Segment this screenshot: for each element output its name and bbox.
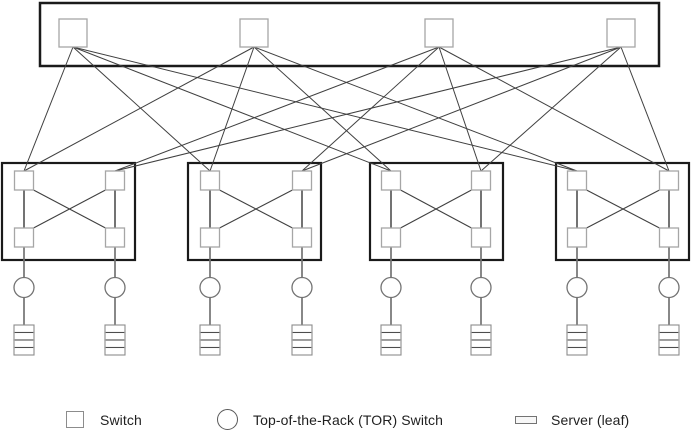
core-to-pod-link: [72, 46, 211, 172]
topology-diagram: [0, 1, 691, 356]
server-node-row: [658, 324, 680, 334]
pod-upper-switch-node: [470, 170, 492, 191]
core-to-pod-link: [72, 46, 578, 172]
pod-upper-switch-node: [566, 170, 588, 191]
core-to-pod-link: [114, 46, 622, 172]
core-to-pod-link: [480, 46, 622, 172]
core-to-pod-link: [301, 46, 622, 172]
server-node-row: [566, 324, 588, 334]
tor-switch-node: [13, 276, 35, 299]
server-node-row: [291, 346, 313, 356]
server-node-row: [104, 331, 126, 341]
tor-switch-icon: [217, 409, 238, 430]
tor-switch-node: [658, 276, 680, 299]
server-node-row: [380, 339, 402, 349]
server-node-row: [199, 339, 221, 349]
legend-label-tor-switch: Top-of-the-Rack (TOR) Switch: [253, 411, 444, 428]
pod-upper-switch-node: [104, 170, 126, 191]
pod-lower-switch-node: [104, 227, 126, 248]
pod-cross-link: [33, 189, 106, 229]
server-node-row: [470, 324, 492, 334]
core-switch-node: [58, 18, 88, 48]
legend-label-server: Server (leaf): [551, 411, 630, 428]
server-node-row: [380, 346, 402, 356]
server-node-row: [658, 346, 680, 356]
pod-lower-switch-node: [658, 227, 680, 248]
tor-switch-node: [104, 276, 126, 299]
server-node-row: [291, 339, 313, 349]
core-to-pod-link: [253, 46, 578, 172]
core-to-pod-link: [114, 46, 440, 172]
pod-upper-switch-node: [199, 170, 221, 191]
server-node-row: [13, 324, 35, 334]
switch-icon: [66, 411, 84, 428]
pod-lower-switch-node: [470, 227, 492, 248]
server-node-row: [291, 324, 313, 334]
server-node-row: [566, 339, 588, 349]
core-switch-node: [424, 18, 454, 48]
tor-switch-node: [291, 276, 313, 299]
pod-lower-switch-node: [566, 227, 588, 248]
server-node-row: [199, 346, 221, 356]
legend: Switch Top-of-the-Rack (TOR) Switch Serv…: [0, 406, 692, 433]
core-to-pod-link: [209, 46, 255, 172]
server-node-row: [658, 339, 680, 349]
core-to-pod-link: [23, 46, 255, 172]
pod-lower-switch-node: [380, 227, 402, 248]
server-node-row: [199, 324, 221, 334]
pod-lower-switch-node: [199, 227, 221, 248]
server-node-row: [104, 339, 126, 349]
pod-cross-link: [400, 189, 472, 229]
tor-switch-node: [566, 276, 588, 299]
server-node-row: [104, 324, 126, 334]
server-node-row: [13, 346, 35, 356]
legend-item-tor-switch: Top-of-the-Rack (TOR) Switch: [217, 406, 443, 433]
pod-upper-switch-node: [380, 170, 402, 191]
legend-label-switch: Switch: [100, 411, 142, 428]
server-node-row: [470, 339, 492, 349]
spine-enclosure-box: [38, 1, 661, 68]
core-to-pod-link: [253, 46, 392, 172]
server-icon: [515, 415, 537, 424]
core-to-pod-link: [23, 46, 74, 172]
legend-item-server: Server (leaf): [515, 406, 629, 433]
server-node-row: [380, 324, 402, 334]
pod-upper-switch-node: [13, 170, 35, 191]
server-node-row: [470, 346, 492, 356]
server-node-row: [199, 331, 221, 341]
pod-lower-switch-node: [291, 227, 313, 248]
server-node-row: [291, 331, 313, 341]
tor-switch-node: [199, 276, 221, 299]
pod-cross-link: [586, 189, 660, 229]
core-switch-node: [239, 18, 269, 48]
server-node-row: [566, 346, 588, 356]
server-node-row: [658, 331, 680, 341]
server-node-row: [104, 346, 126, 356]
core-to-pod-link: [438, 46, 482, 172]
core-to-pod-link: [438, 46, 670, 172]
server-node-row: [380, 331, 402, 341]
pod-lower-switch-node: [13, 227, 35, 248]
tor-switch-node: [380, 276, 402, 299]
server-node-row: [13, 331, 35, 341]
legend-item-switch: Switch: [66, 406, 142, 433]
pod-upper-switch-node: [291, 170, 313, 191]
pod-cross-link: [219, 189, 293, 229]
core-to-pod-link: [620, 46, 670, 172]
server-node-row: [470, 331, 492, 341]
pod-upper-switch-node: [658, 170, 680, 191]
core-switch-node: [606, 18, 636, 48]
server-node-row: [13, 339, 35, 349]
server-node-row: [566, 331, 588, 341]
core-to-pod-link: [301, 46, 440, 172]
tor-switch-node: [470, 276, 492, 299]
